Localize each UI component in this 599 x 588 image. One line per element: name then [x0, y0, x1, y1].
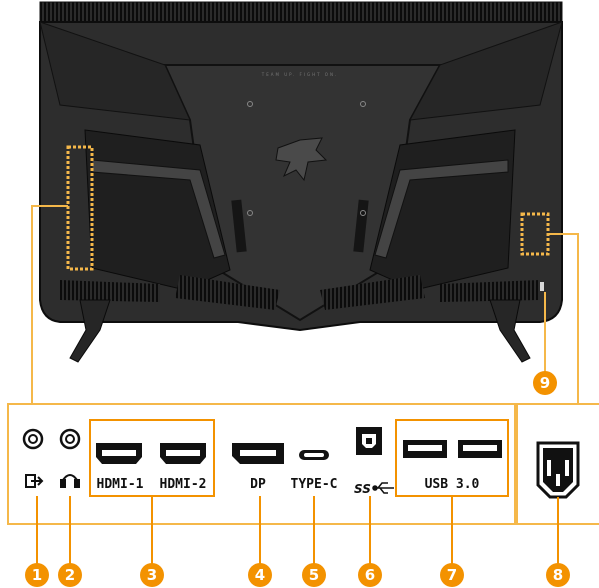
svg-text:1: 1 — [32, 566, 42, 584]
usb3-label: USB 3.0 — [425, 477, 480, 492]
right-upper-facet — [409, 21, 563, 121]
bottom-right-vent — [320, 275, 425, 310]
left-foot — [69, 299, 111, 363]
lower-right-vent — [440, 280, 540, 302]
callout-1: 1 — [25, 563, 49, 587]
hdmi-1-port — [96, 443, 142, 464]
left-jack-highlight — [66, 145, 94, 271]
svg-text:2: 2 — [65, 566, 75, 584]
right-foot — [489, 299, 531, 363]
vesa-hole-tr — [360, 101, 366, 107]
usb3-port-1 — [403, 440, 447, 458]
callout-pointer-lines — [36, 496, 559, 565]
callout-2: 2 — [58, 563, 82, 587]
type-c-port — [299, 450, 329, 460]
port-panel: HDMI-1 HDMI-2 DP TYPE-C SS — [7, 403, 599, 525]
power-panel-frame — [516, 403, 599, 525]
monitor-back: TEAM UP. FIGHT ON. — [39, 1, 563, 363]
callout-6: 6 — [358, 563, 382, 587]
port-panel-frame — [7, 403, 516, 525]
hdmi-1-label: HDMI-1 — [97, 477, 144, 492]
left-accent-stripe — [91, 159, 226, 259]
callout-5: 5 — [302, 563, 326, 587]
eagle-logo-icon — [275, 137, 328, 182]
callout-3: 3 — [140, 563, 164, 587]
headphone-icon — [60, 474, 80, 488]
lower-left-vent — [60, 280, 160, 302]
dp-label: DP — [250, 477, 266, 492]
svg-text:SS: SS — [354, 482, 371, 496]
right-slot — [353, 199, 369, 253]
left-upper-facet — [39, 21, 191, 121]
vesa-hole-bl — [247, 210, 253, 216]
usb-trident-icon — [372, 482, 394, 494]
callout-lines — [31, 205, 579, 404]
audio-jack-2 — [59, 428, 81, 450]
svg-text:9: 9 — [540, 374, 550, 392]
audio-jack-1 — [22, 428, 44, 450]
vesa-hole-tl — [247, 101, 253, 107]
monitor-tagline: TEAM UP. FIGHT ON. — [261, 72, 338, 77]
power-inlet — [536, 441, 580, 499]
right-accent-stripe — [374, 159, 509, 259]
left-slot — [231, 199, 247, 253]
callout-8: 8 — [546, 563, 570, 587]
svg-text:3: 3 — [147, 566, 157, 584]
hdmi-2-label: HDMI-2 — [160, 477, 207, 492]
kensington-slot — [540, 282, 544, 291]
type-c-label: TYPE-C — [291, 477, 338, 492]
callout-7: 7 — [440, 563, 464, 587]
vesa-hole-br — [360, 210, 366, 216]
callout-4: 4 — [248, 563, 272, 587]
line-out-icon — [25, 474, 44, 488]
usb3-port-2 — [458, 440, 502, 458]
bottom-left-vent — [175, 275, 280, 310]
svg-text:8: 8 — [553, 566, 563, 584]
svg-text:5: 5 — [309, 566, 319, 584]
callout-badges: 1 2 3 4 5 6 7 8 — [25, 371, 570, 587]
hdmi-2-port — [160, 443, 206, 464]
usb-b-port — [356, 427, 382, 455]
displayport-port — [232, 443, 284, 464]
superspeed-usb-label: SS — [354, 482, 394, 496]
svg-text:6: 6 — [365, 566, 375, 584]
svg-text:7: 7 — [447, 566, 457, 584]
top-vent — [39, 1, 563, 25]
svg-text:4: 4 — [255, 566, 265, 584]
callout-9: 9 — [533, 371, 557, 395]
